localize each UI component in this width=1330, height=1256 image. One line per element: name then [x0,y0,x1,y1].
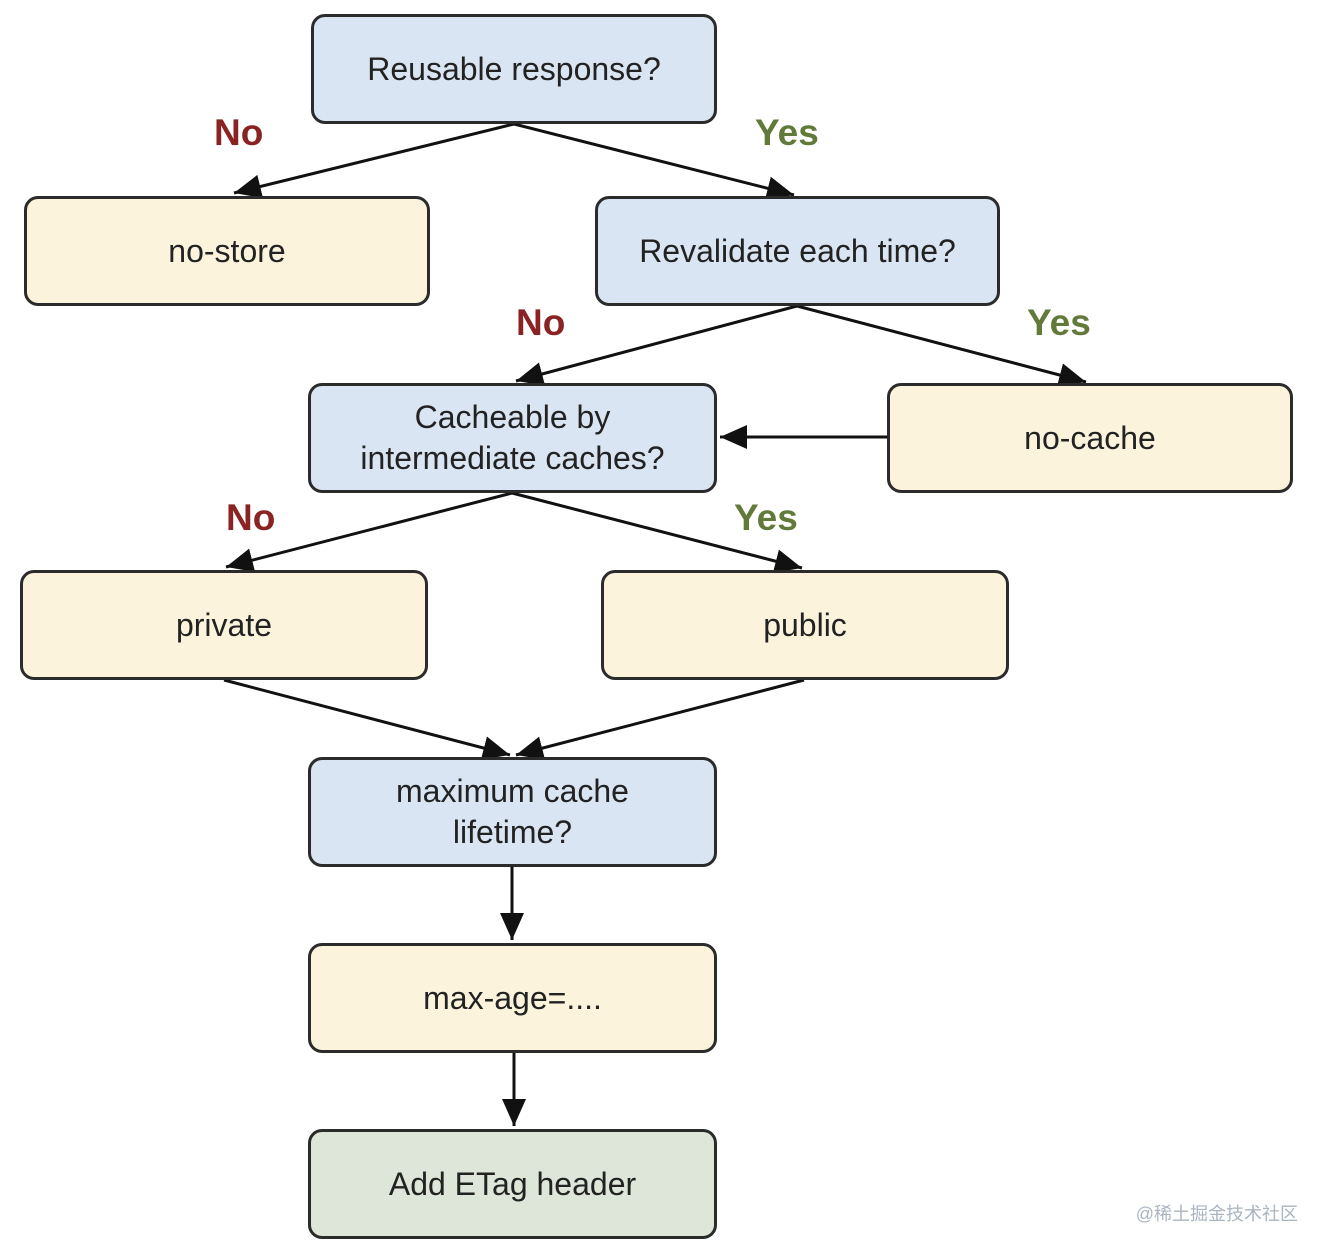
branch-label-no-1: No [214,112,264,153]
node-label: public [763,606,847,643]
branch-label-yes-3: Yes [734,497,798,538]
node-label: Revalidate each time? [639,232,956,269]
edge-public-to-lifetime [515,678,805,760]
branch-label-yes-1: Yes [755,112,819,153]
node-label: no-cache [1024,419,1156,456]
node-no-store: no-store [24,196,430,306]
node-private: private [20,570,428,680]
node-maximum-cache-lifetime: maximum cache lifetime? [308,757,717,867]
node-label: max-age=.... [423,979,602,1016]
node-public: public [601,570,1009,680]
branch-label-yes-2: Yes [1027,302,1091,343]
node-revalidate-each-time: Revalidate each time? [595,196,1000,306]
edge-cacheable-no [225,491,513,572]
node-max-age: max-age=.... [308,943,717,1053]
watermark: @稀土掘金技术社区 [1135,1204,1298,1224]
node-label: Reusable response? [367,50,661,87]
edge-revalidate-no [515,304,798,386]
node-no-cache: no-cache [887,383,1293,493]
branch-label-no-3: No [226,497,276,538]
node-add-etag-header: Add ETag header [308,1129,717,1239]
edge-cacheable-yes [511,491,803,573]
node-label: no-store [168,232,286,269]
edge-revalidate-yes [796,304,1087,387]
node-reusable-response: Reusable response? [311,14,717,124]
node-label: maximum cache lifetime? [396,773,629,850]
edge-private-to-lifetime [223,678,511,760]
node-label: Add ETag header [388,1165,637,1202]
edge-reusable-no [233,122,515,199]
branch-label-no-2: No [516,302,566,343]
node-label: Cacheable by intermediate caches? [360,399,665,476]
node-label: private [175,606,273,643]
node-cacheable-by-intermediate: Cacheable by intermediate caches? [308,383,717,493]
edge-reusable-yes [513,122,795,200]
